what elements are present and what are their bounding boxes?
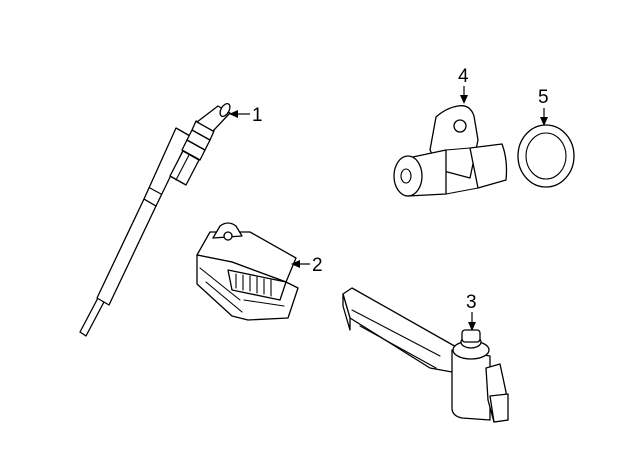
o-ring-part-5[interactable] [517, 124, 575, 188]
cam-sensor-part-4[interactable] [393, 105, 508, 197]
callout-number-1: 1 [252, 105, 263, 126]
control-module-part-2[interactable] [196, 222, 299, 321]
callout-number-2: 2 [312, 255, 323, 276]
callout-leaders [229, 86, 548, 331]
callout-number-4: 4 [458, 66, 469, 87]
callout-number-5: 5 [538, 87, 549, 108]
position-sensor-part-3[interactable] [342, 287, 509, 423]
callout-number-3: 3 [466, 292, 477, 313]
glow-plug-part-1[interactable] [79, 102, 232, 337]
